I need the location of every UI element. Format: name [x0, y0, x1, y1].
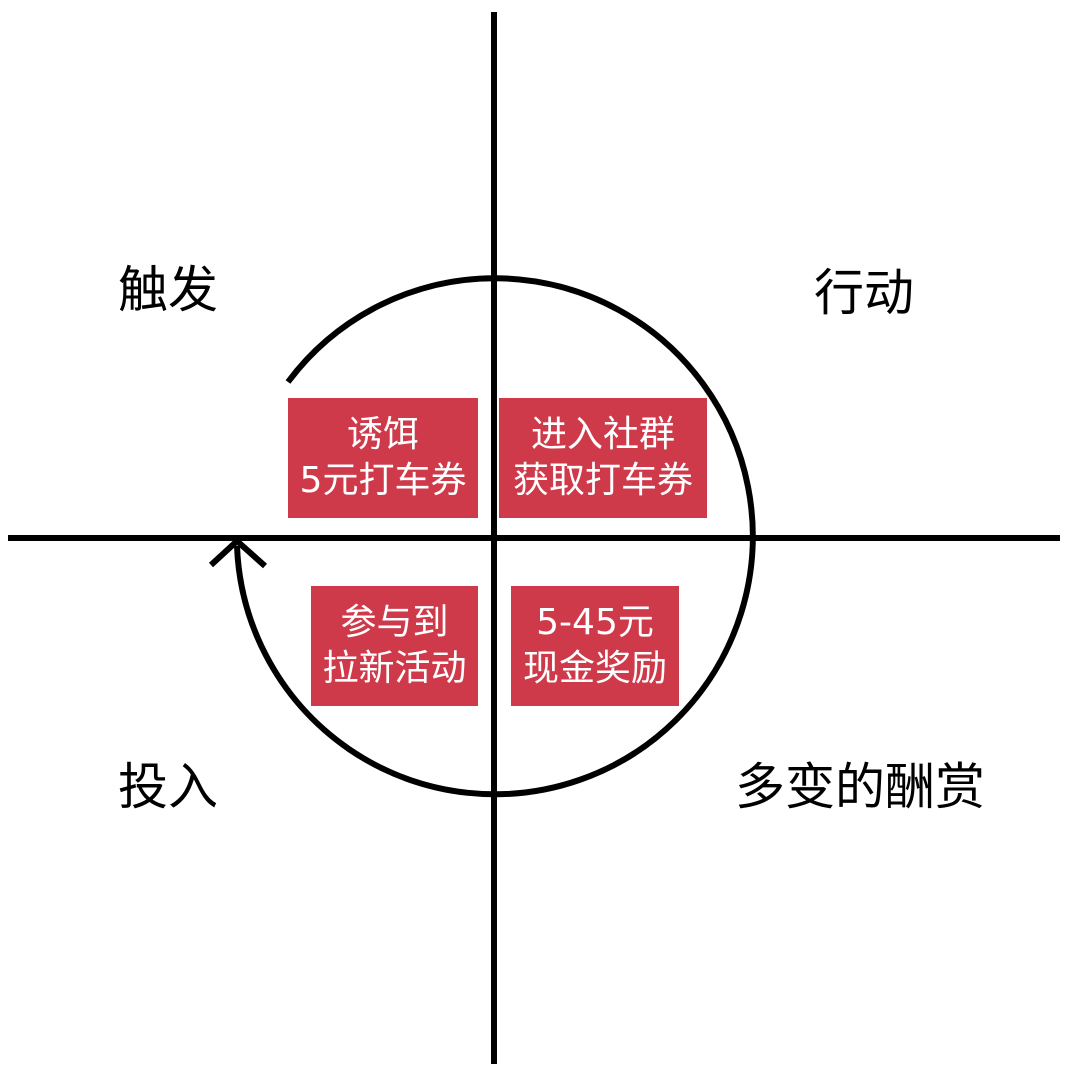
box-reward-line1: 5-45元: [536, 602, 654, 643]
box-trigger: 诱饵 5元打车券: [288, 398, 478, 518]
box-investment-line2: 拉新活动: [322, 648, 467, 689]
box-trigger-line1: 诱饵: [346, 414, 419, 455]
box-investment: 参与到 拉新活动: [311, 586, 478, 706]
cycle-arc: [234, 275, 756, 798]
box-reward-line2: 现金奖励: [522, 648, 667, 689]
box-trigger-line2: 5元打车券: [299, 460, 467, 501]
label-variable-reward: 多变的酬赏: [735, 758, 985, 816]
box-action-line1: 进入社群: [530, 414, 675, 455]
box-investment-line1: 参与到: [340, 602, 449, 643]
label-investment: 投入: [118, 758, 218, 816]
box-action-line2: 获取打车券: [512, 460, 693, 501]
label-trigger: 触发: [118, 261, 218, 319]
label-action: 行动: [814, 264, 914, 322]
box-reward: 5-45元 现金奖励: [511, 586, 679, 706]
arrow-head-icon: [208, 536, 267, 569]
box-action: 进入社群 获取打车券: [499, 398, 707, 518]
